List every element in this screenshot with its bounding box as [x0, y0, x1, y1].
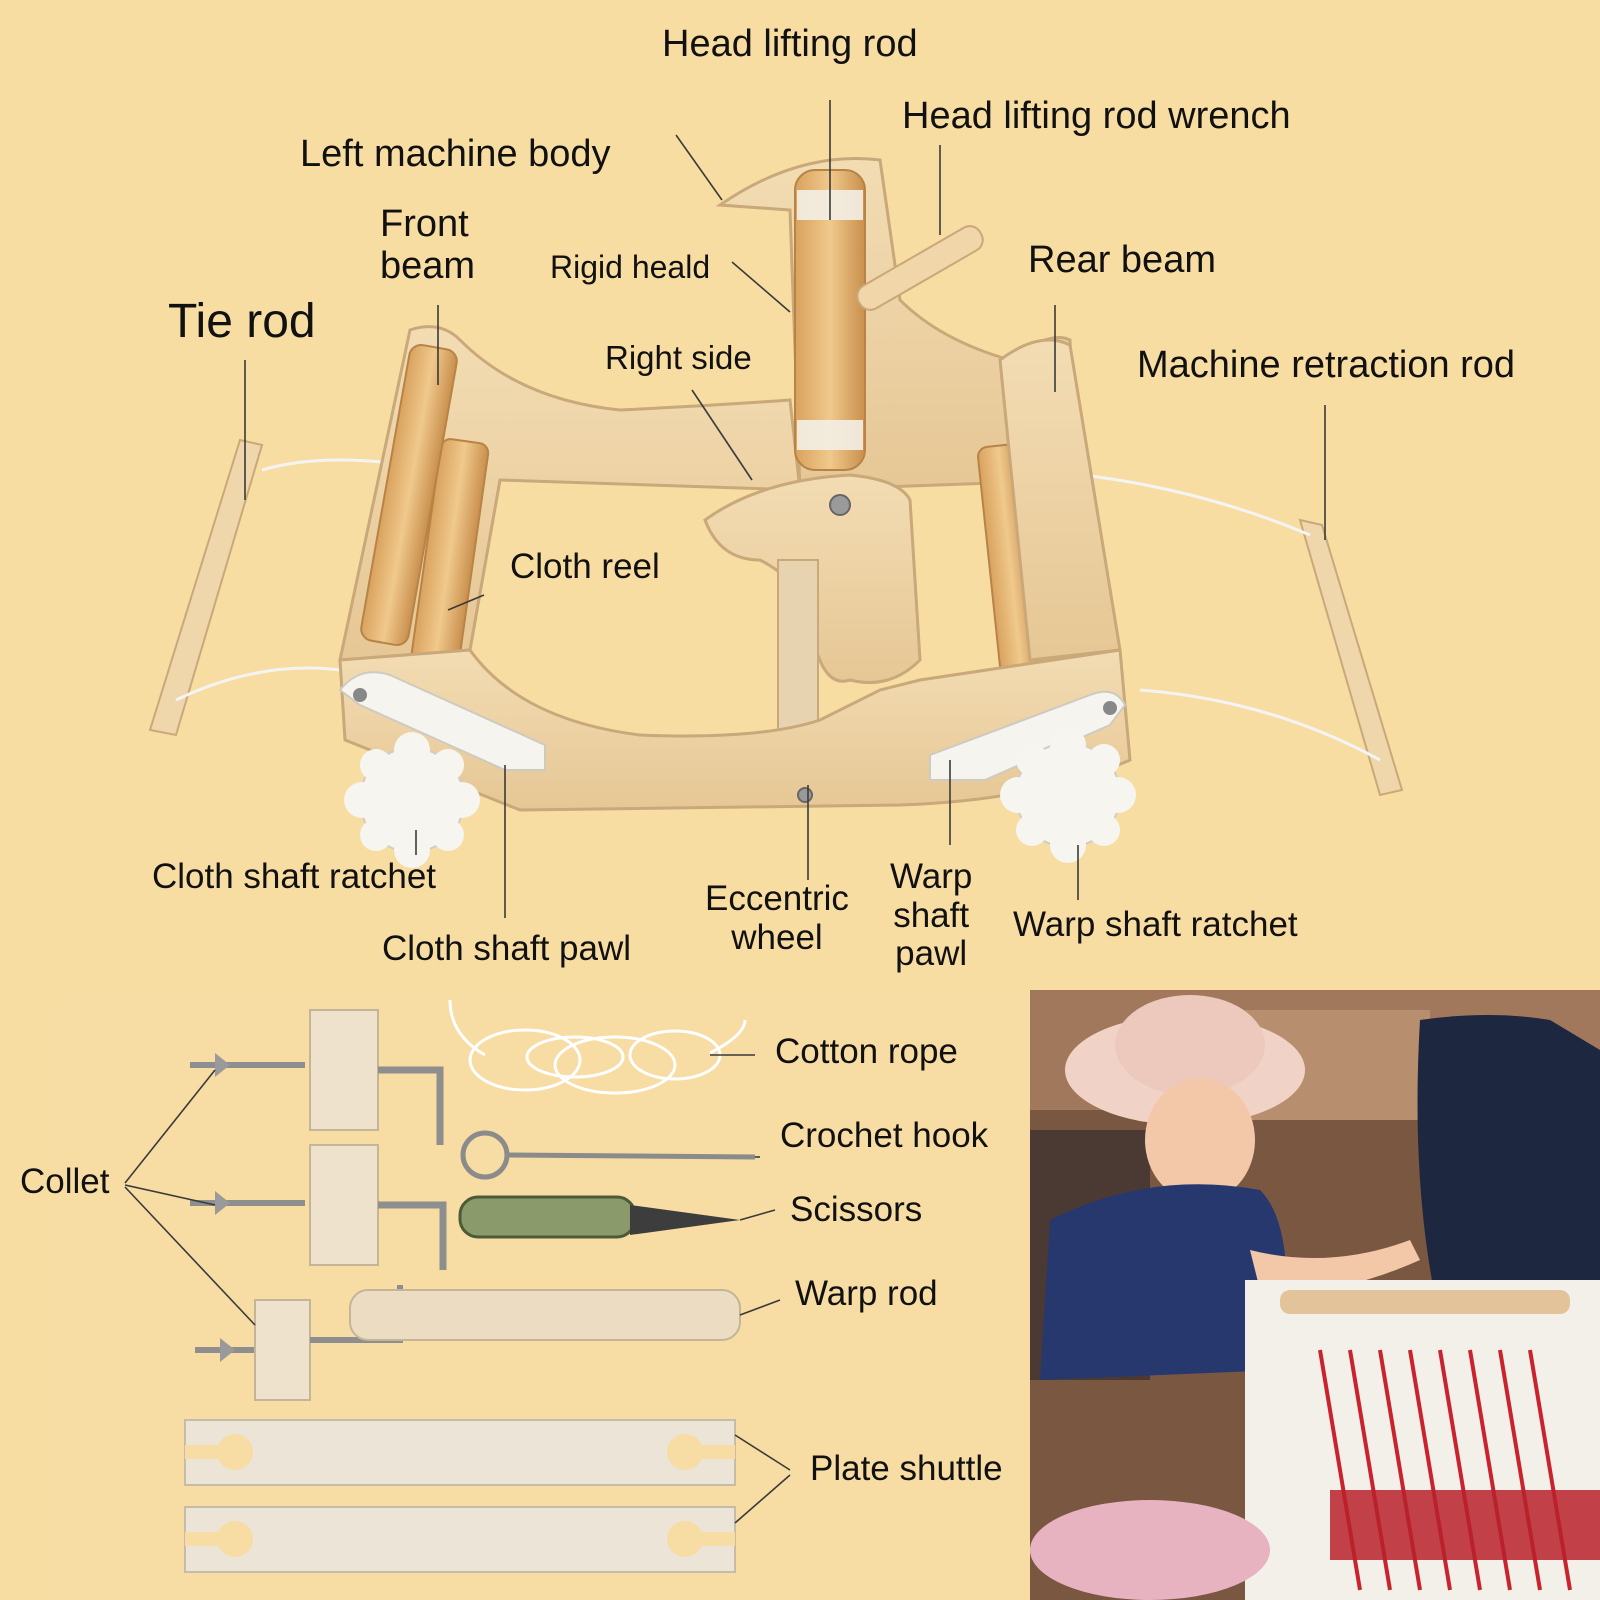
label-cotton-rope: Cotton rope: [775, 1032, 958, 1071]
cloth-shaft-pawl: [338, 671, 546, 771]
child-weaving-photo: [1030, 990, 1600, 1600]
label-front-beam: Front beam: [380, 203, 476, 287]
label-scissors: Scissors: [790, 1190, 923, 1229]
front-beam: [360, 344, 458, 646]
label-collet: Collet: [20, 1162, 110, 1201]
leader-lines: [244, 100, 1326, 918]
tie-rod-left: [148, 438, 264, 737]
label-cloth-reel: Cloth reel: [510, 547, 660, 586]
label-machine-retraction-rod: Machine retraction rod: [1137, 344, 1516, 386]
accessories-panel: Cotton rope Crochet hook Scissors Warp r…: [20, 995, 1030, 1600]
label-warp-rod: Warp rod: [795, 1274, 938, 1313]
label-cloth-shaft-pawl: Cloth shaft pawl: [382, 929, 632, 968]
label-left-machine-body: Left machine body: [300, 133, 611, 175]
crochet-hook: [460, 1130, 756, 1180]
head-lifting-rod-wrench: [856, 225, 984, 311]
warp-shaft-ratchet: [1000, 727, 1136, 863]
label-crochet-hook: Crochet hook: [780, 1116, 989, 1155]
scissors: [458, 1195, 740, 1239]
label-head-lifting-rod-wrench: Head lifting rod wrench: [902, 95, 1291, 137]
cotton-rope: [448, 999, 747, 1095]
label-warp-shaft-pawl: Warp shaft pawl: [890, 857, 973, 973]
plate-shuttle-2: [184, 1506, 736, 1573]
label-right-side: Right side: [605, 339, 752, 376]
machine-retraction-rod-right: [1298, 518, 1404, 797]
label-plate-shuttle: Plate shuttle: [810, 1449, 1003, 1488]
label-eccentric-wheel: Eccentric wheel: [705, 879, 849, 957]
plate-shuttle-1: [184, 1419, 736, 1486]
warp-rod: [349, 1289, 741, 1341]
collet-1: [190, 1009, 444, 1145]
cloth-shaft-ratchet: [344, 732, 480, 868]
label-head-lifting-rod: Head lifting rod: [662, 23, 918, 65]
label-rear-beam: Rear beam: [1028, 239, 1216, 281]
label-warp-shaft-ratchet: Warp shaft ratchet: [1013, 905, 1298, 944]
label-cloth-shaft-ratchet: Cloth shaft ratchet: [152, 857, 437, 896]
collet-2: [190, 1144, 447, 1270]
loom-illustration: [148, 100, 1404, 918]
label-rigid-heald: Rigid heald: [550, 249, 711, 285]
label-tie-rod: Tie rod: [168, 295, 316, 348]
